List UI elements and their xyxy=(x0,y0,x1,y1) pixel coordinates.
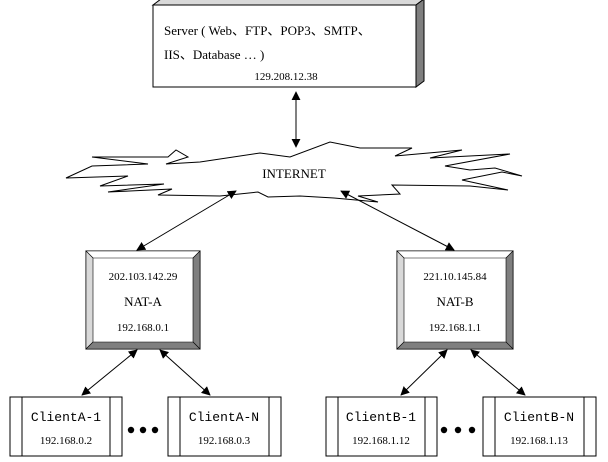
server-box: Server ( Web、FTP、POP3、SMTP、 IIS、Database… xyxy=(151,0,425,88)
server-services-line2: IIS、Database … ) xyxy=(164,47,264,62)
server-services-line1: Server ( Web、FTP、POP3、SMTP、 xyxy=(164,23,371,38)
client-a1-box: ClientA-1 192.168.0.2 xyxy=(9,396,123,457)
nat-b-client-b1-link xyxy=(400,349,448,396)
internet-nat-a-link xyxy=(136,190,237,251)
client-a1-name: ClientA-1 xyxy=(31,410,101,425)
nat-a-name: NAT-A xyxy=(124,294,162,309)
nat-a-public-ip: 202.103.142.29 xyxy=(109,271,178,283)
nat-b-public-ip: 221.10.145.84 xyxy=(423,271,487,283)
internet-nat-b-link xyxy=(340,190,455,251)
client-an-ip: 192.168.0.3 xyxy=(198,435,251,447)
nat-b-name: NAT-B xyxy=(436,294,473,309)
client-bn-box: ClientB-N 192.168.1.13 xyxy=(482,396,597,457)
nat-b-client-bn-link xyxy=(470,349,526,396)
client-b1-ip: 192.168.1.12 xyxy=(352,435,410,447)
client-b1-name: ClientB-1 xyxy=(346,410,416,425)
client-an-name: ClientA-N xyxy=(189,410,259,425)
nat-a-client-a1-link xyxy=(81,349,138,396)
internet-label: INTERNET xyxy=(262,166,326,181)
nat-a-client-an-link xyxy=(159,349,211,396)
client-bn-name: ClientB-N xyxy=(504,410,574,425)
ellipsis-b xyxy=(440,426,476,434)
internet-cloud: INTERNET xyxy=(65,141,523,203)
client-a1-ip: 192.168.0.2 xyxy=(40,435,92,447)
nat-b-private-ip: 192.168.1.1 xyxy=(429,322,481,334)
nat-a-private-ip: 192.168.0.1 xyxy=(117,322,169,334)
server-ip: 129.208.12.38 xyxy=(254,71,318,83)
client-an-box: ClientA-N 192.168.0.3 xyxy=(167,396,282,457)
nat-b-box: 221.10.145.84 NAT-B 192.168.1.1 xyxy=(396,250,514,350)
ellipsis-a xyxy=(127,426,159,434)
nat-a-box: 202.103.142.29 NAT-A 192.168.0.1 xyxy=(85,250,201,350)
client-bn-ip: 192.168.1.13 xyxy=(510,435,568,447)
client-b1-box: ClientB-1 192.168.1.12 xyxy=(325,396,438,457)
